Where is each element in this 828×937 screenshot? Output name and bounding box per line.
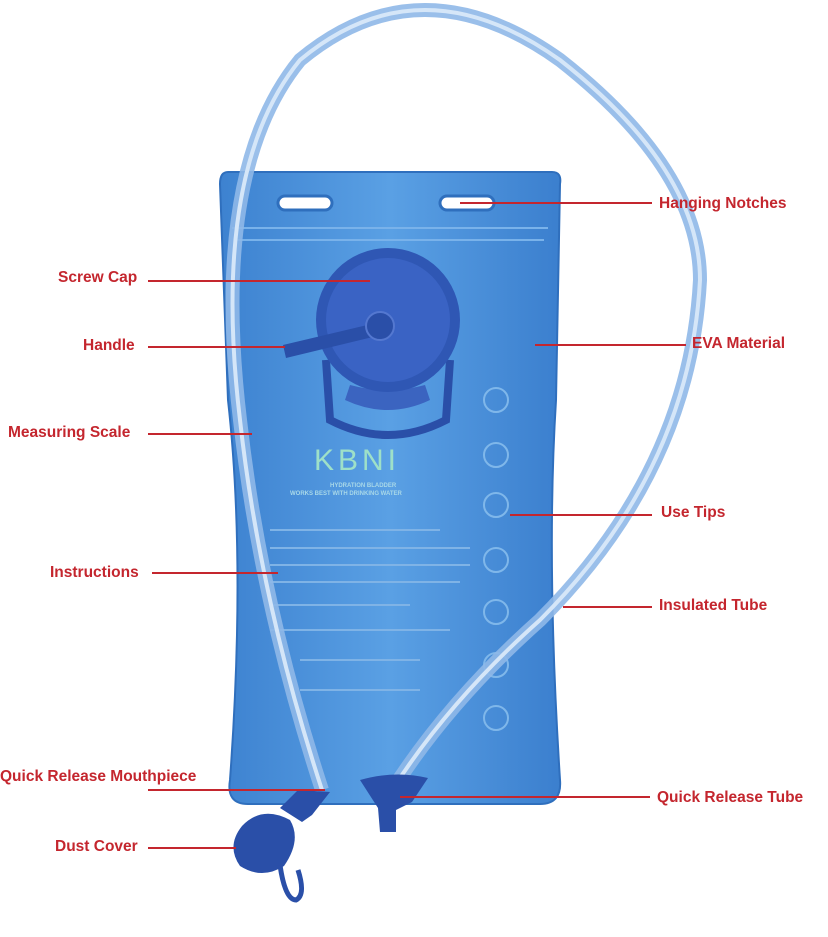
bladder-subtitle-1: HYDRATION BLADDER bbox=[330, 483, 397, 489]
label-insulated-tube: Insulated Tube bbox=[659, 597, 768, 614]
mouthpiece bbox=[280, 790, 330, 822]
dust-cover-loop bbox=[277, 864, 304, 903]
brand-logo: KBNI bbox=[314, 444, 400, 477]
use-tips-icons bbox=[483, 387, 509, 731]
label-instructions: Instructions bbox=[50, 564, 139, 581]
label-measuring-scale: Measuring Scale bbox=[8, 424, 131, 441]
label-eva-material: EVA Material bbox=[692, 335, 785, 352]
label-handle: Handle bbox=[83, 337, 135, 354]
label-dust-cover: Dust Cover bbox=[55, 838, 138, 855]
bladder-body bbox=[218, 171, 562, 805]
label-quick-release-tube: Quick Release Tube bbox=[657, 789, 804, 806]
instructions-text-block bbox=[270, 529, 470, 691]
cap-handle bbox=[283, 322, 385, 358]
handle-pivot bbox=[365, 311, 395, 341]
label-use-tips: Use Tips bbox=[661, 504, 725, 521]
tube-highlight bbox=[230, 8, 703, 792]
label-hanging-notches: Hanging Notches bbox=[659, 195, 786, 212]
dust-cover bbox=[233, 813, 295, 873]
bladder-seal-line bbox=[232, 227, 548, 241]
bladder-subtitle-2: WORKS BEST WITH DRINKING WATER bbox=[290, 491, 403, 497]
label-screw-cap: Screw Cap bbox=[58, 269, 137, 286]
cap-bracket bbox=[322, 359, 454, 439]
cap-bracket-inner bbox=[345, 385, 430, 410]
hanging-notch-left bbox=[276, 194, 334, 212]
quick-release-connector bbox=[360, 774, 428, 832]
label-quick-release-mouthpiece: Quick Release Mouthpiece bbox=[0, 768, 197, 785]
